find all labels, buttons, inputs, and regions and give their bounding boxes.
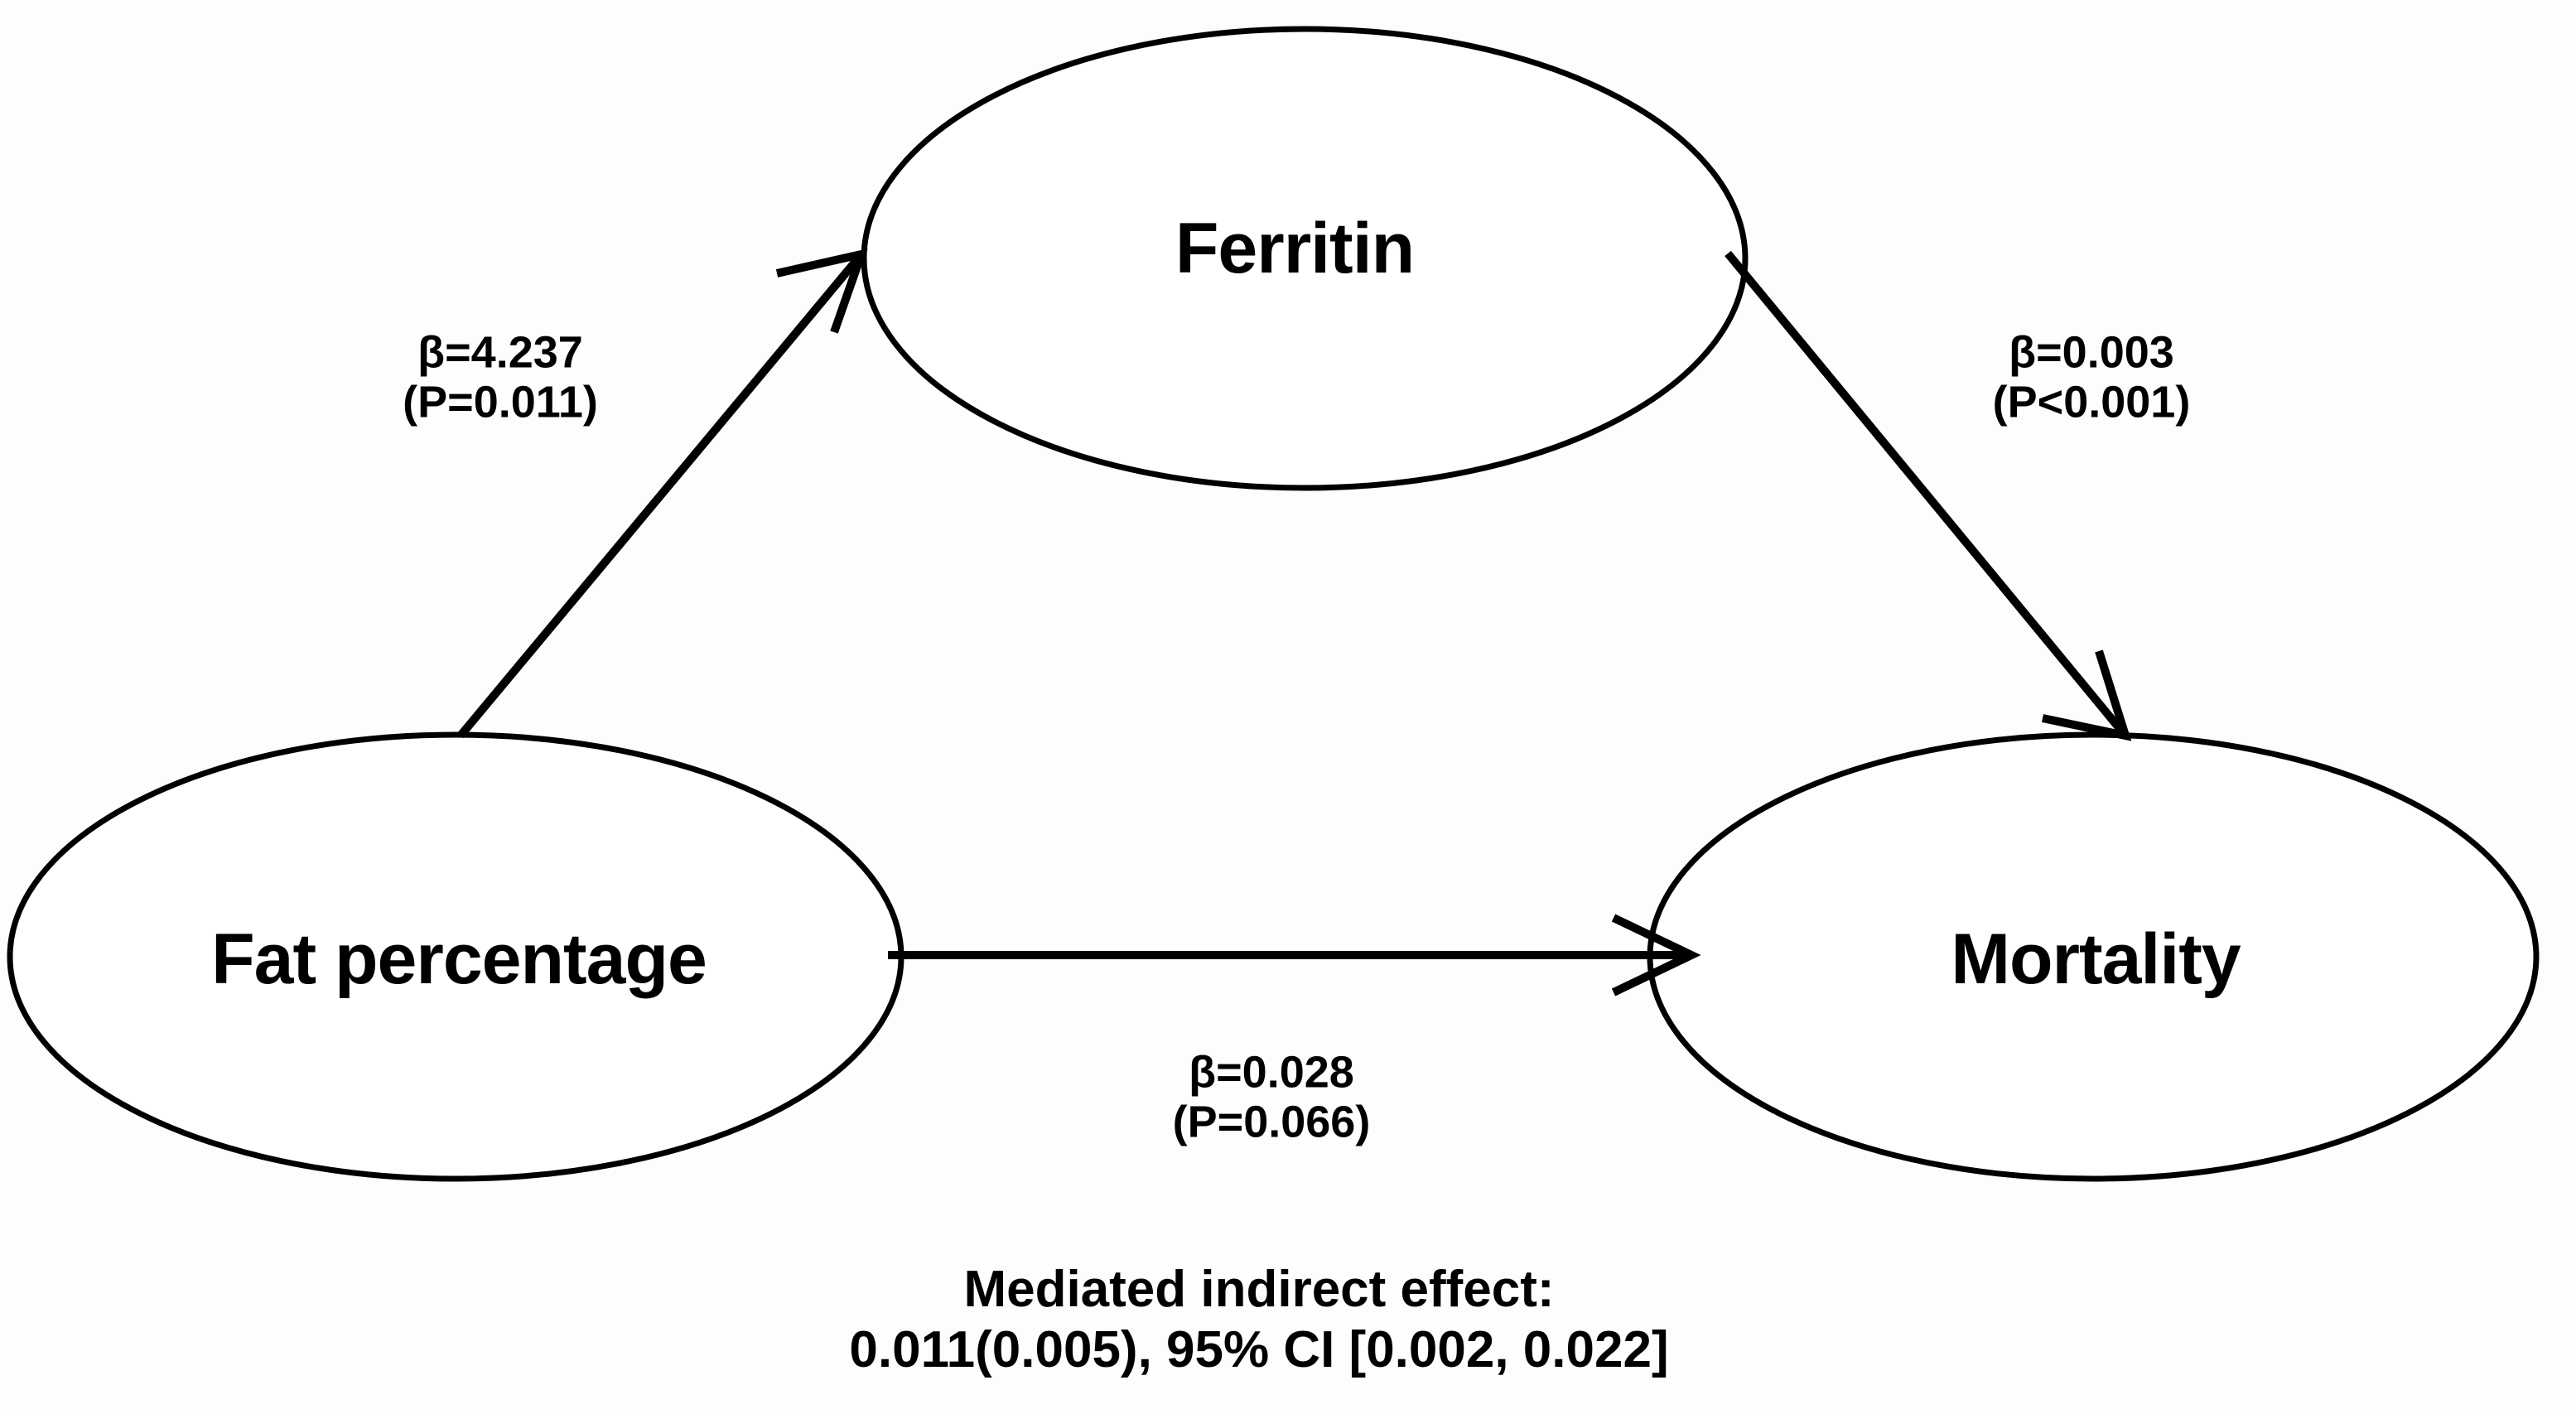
edge-label-c-beta: β=0.028 [1189, 1047, 1354, 1098]
node-label-fat-percentage: Fat percentage [211, 919, 707, 999]
edge-c-prime-path-fat-to-mortality[interactable] [888, 914, 1701, 997]
node-label-ferritin: Ferritin [1175, 209, 1415, 288]
edge-label-a-beta: β=4.237 [417, 327, 583, 378]
edge-label-b-path: β=0.003 (P<0.001) [1993, 328, 2191, 428]
mediated-indirect-effect-caption: Mediated indirect effect: 0.011(0.005), … [849, 1259, 1668, 1380]
edge-label-a-pvalue: (P=0.011) [403, 378, 598, 427]
caption-line-1: Mediated indirect effect: [963, 1261, 1555, 1318]
caption-line-2: 0.011(0.005), 95% CI [0.002, 0.022] [849, 1321, 1669, 1379]
edge-label-b-beta: β=0.003 [2009, 327, 2174, 378]
edge-a-path-fat-to-ferritin[interactable] [457, 249, 868, 739]
edge-label-c-pvalue: (P=0.066) [1172, 1098, 1371, 1147]
edge-label-b-pvalue: (P<0.001) [1992, 378, 2191, 427]
edge-label-a-path: β=4.237 (P=0.011) [403, 328, 598, 428]
node-label-mortality: Mortality [1951, 919, 2241, 999]
edge-label-c-prime-path: β=0.028 (P=0.066) [1173, 1048, 1371, 1148]
edge-b-path-ferritin-to-mortality[interactable] [1725, 250, 2132, 741]
